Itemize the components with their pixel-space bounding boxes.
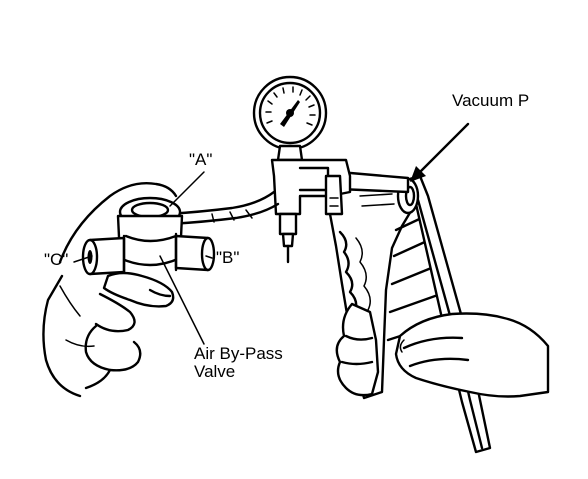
vacuum-hose bbox=[166, 190, 280, 226]
valve-label-line2: Valve bbox=[194, 361, 236, 381]
leader-lines bbox=[73, 122, 470, 345]
air-bypass-valve-label: Air By-Pass Valve bbox=[194, 345, 283, 381]
right-hand bbox=[335, 302, 550, 398]
vacuum-pump-label: Vacuum P bbox=[452, 91, 530, 110]
air-bypass-valve bbox=[81, 196, 216, 276]
vacuum-gauge bbox=[252, 75, 352, 264]
port-a-label: "A" bbox=[189, 150, 213, 169]
left-hand bbox=[42, 182, 178, 398]
valve-label-line1: Air By-Pass bbox=[194, 344, 283, 363]
port-b-label: "B" bbox=[216, 248, 240, 267]
port-c-label: "C" bbox=[44, 250, 69, 269]
